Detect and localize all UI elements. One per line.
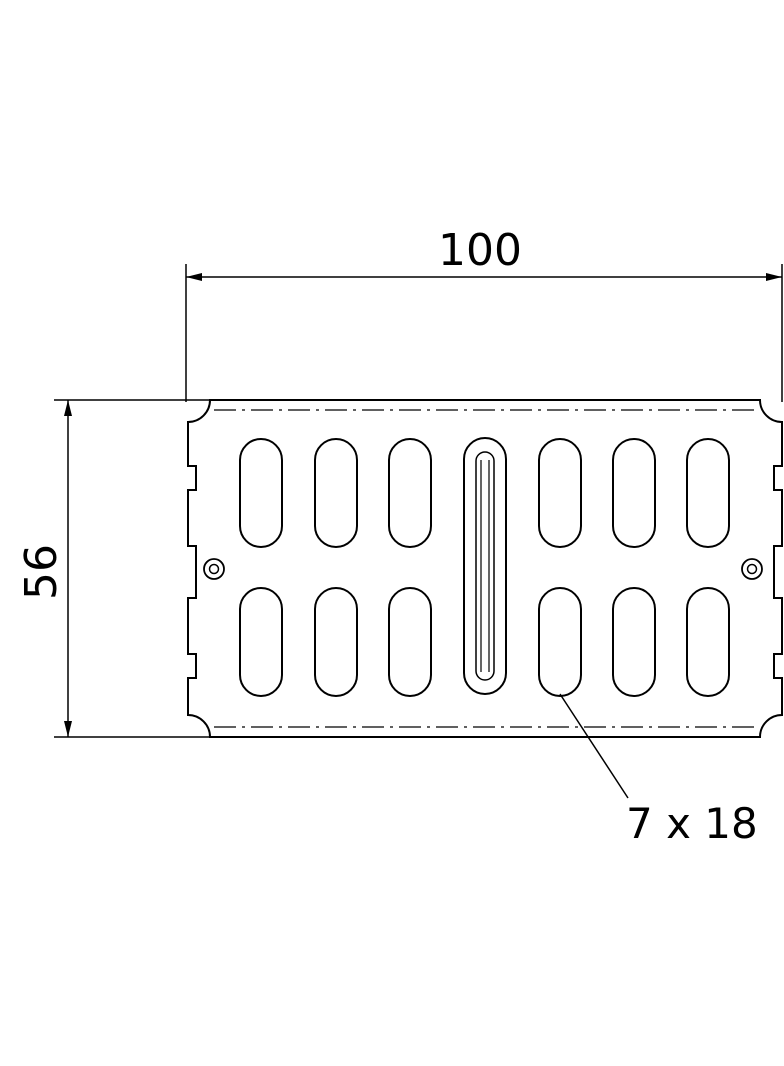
slot-hole bbox=[686, 587, 730, 697]
slot-hole bbox=[239, 587, 283, 697]
slot-hole bbox=[612, 438, 656, 548]
slot-hole bbox=[388, 438, 432, 548]
slot-callout-label: 7 x 18 bbox=[626, 799, 758, 848]
center-rib bbox=[463, 437, 507, 695]
slot-hole bbox=[388, 587, 432, 697]
mounting-hole-right bbox=[741, 558, 763, 580]
mounting-hole-left bbox=[203, 558, 225, 580]
slot-callout-leader bbox=[559, 693, 629, 799]
slot-hole bbox=[686, 438, 730, 548]
width-dimension: 100 bbox=[185, 225, 783, 402]
plate-outline bbox=[187, 399, 783, 738]
slot-hole bbox=[538, 438, 582, 548]
slot-hole bbox=[239, 438, 283, 548]
slot-hole bbox=[314, 587, 358, 697]
height-dimension: 56 bbox=[16, 399, 210, 738]
slot-hole bbox=[538, 587, 582, 697]
rib-outer-outline bbox=[463, 437, 507, 695]
slot-hole bbox=[612, 587, 656, 697]
rib-inner-outline bbox=[475, 451, 495, 681]
height-dimension-label: 56 bbox=[16, 544, 67, 600]
width-dimension-label: 100 bbox=[438, 225, 522, 276]
slot-pattern bbox=[239, 438, 730, 697]
slot-hole bbox=[314, 438, 358, 548]
